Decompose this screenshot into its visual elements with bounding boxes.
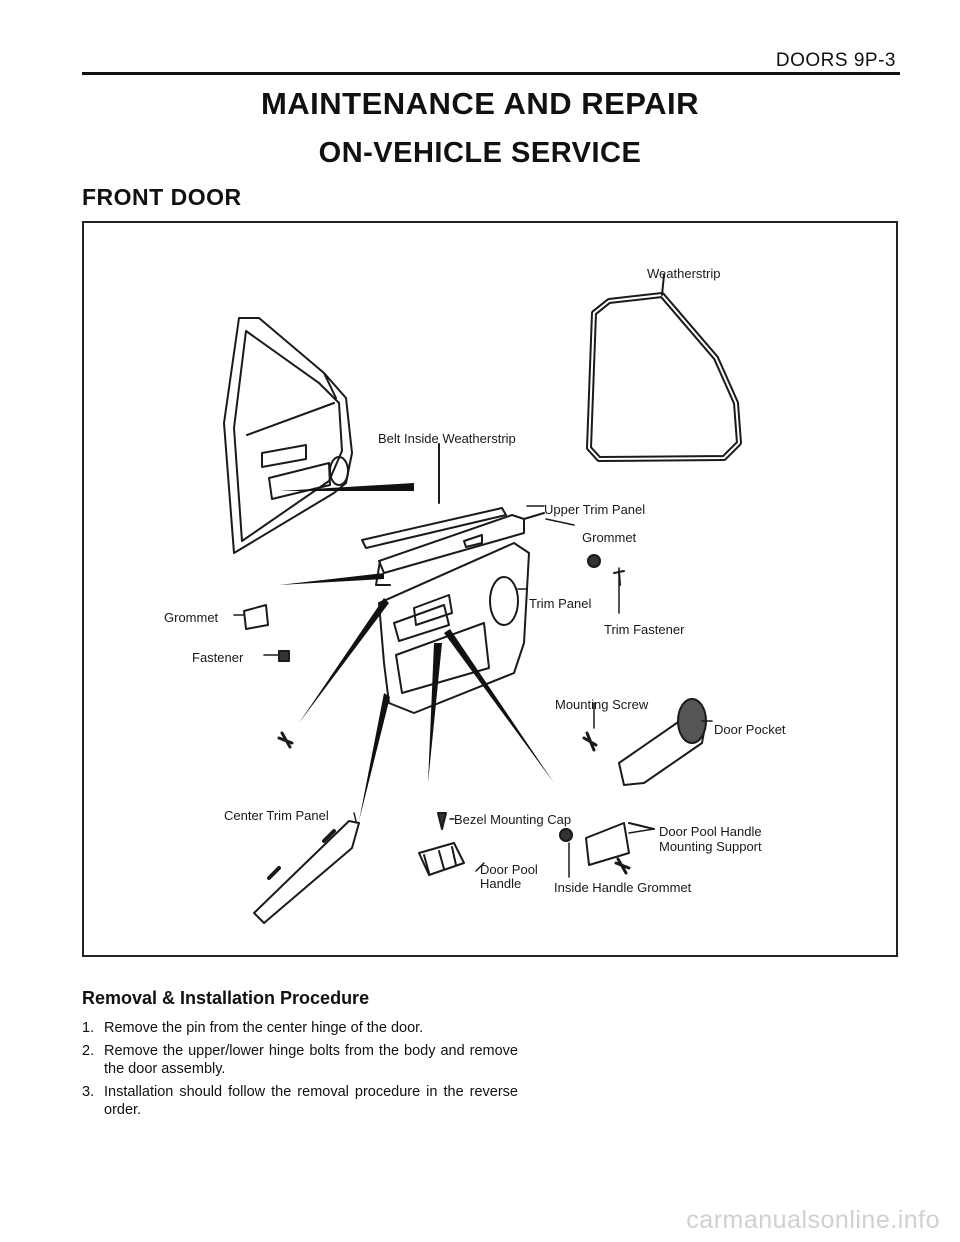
procedure-step: 3. Installation should follow the remova…: [82, 1083, 518, 1119]
section-title: FRONT DOOR: [82, 184, 242, 210]
procedure-steps: 1. Remove the pin from the center hinge …: [82, 1019, 518, 1124]
pointer-wedges: [279, 483, 554, 821]
label-fastener: Fastener: [192, 650, 244, 665]
step-text: Installation should follow the removal p…: [104, 1084, 518, 1118]
trim-panel-drawing: [378, 542, 530, 714]
label-handle-line2: Handle: [480, 876, 522, 891]
center-trim-panel-drawing: [253, 820, 360, 924]
step-number: 2.: [82, 1043, 95, 1059]
label-mounting-support-line2: Mounting Support: [659, 839, 762, 854]
door-frame-drawing: [223, 317, 353, 554]
label-bezel-mounting-cap: Bezel Mounting Cap: [454, 812, 572, 827]
upper-trim-panel-drawing: [375, 512, 545, 586]
front-door-exploded-diagram: Weatherstrip Belt Inside Weatherstrip Up…: [82, 221, 898, 957]
label-belt-inside-weatherstrip: Belt Inside Weatherstrip: [378, 431, 516, 446]
procedure-step: 1. Remove the pin from the center hinge …: [82, 1019, 518, 1037]
label-inside-handle-grommet: Inside Handle Grommet: [554, 880, 692, 895]
sub-title: ON-VEHICLE SERVICE: [318, 137, 642, 169]
page-reference: DOORS 9P-3: [775, 50, 896, 71]
procedure-title: Removal & Installation Procedure: [82, 988, 370, 1008]
label-trim-fastener: Trim Fastener: [604, 622, 685, 637]
diagram-illustration: [223, 274, 742, 924]
step-text: Remove the pin from the center hinge of …: [104, 1020, 424, 1036]
label-grommet-right: Grommet: [582, 530, 637, 545]
step-number: 3.: [82, 1084, 95, 1100]
weatherstrip-leader: [661, 274, 665, 296]
mounting-support-drawing: [585, 822, 655, 866]
label-door-pocket: Door Pocket: [714, 722, 786, 737]
watermark: carmanualsonline.info: [686, 1206, 940, 1234]
label-mounting-screw: Mounting Screw: [555, 697, 649, 712]
leader-lines: [233, 505, 713, 878]
weatherstrip-drawing: [586, 292, 742, 462]
belt-weatherstrip-drawing: [361, 443, 507, 549]
label-grommet-left: Grommet: [164, 610, 219, 625]
label-weatherstrip: Weatherstrip: [647, 266, 721, 281]
label-door-pool-line1: Door Pool: [480, 862, 538, 877]
label-center-trim-panel: Center Trim Panel: [224, 808, 329, 823]
step-number: 1.: [82, 1020, 95, 1036]
main-title: MAINTENANCE AND REPAIR: [260, 86, 700, 121]
step-text: Remove the upper/lower hinge bolts from …: [104, 1043, 518, 1077]
header-rule: [82, 72, 900, 75]
label-upper-trim-panel: Upper Trim Panel: [544, 502, 646, 517]
label-door-pool-handle-line1: Door Pool Handle: [659, 824, 762, 839]
procedure-step: 2. Remove the upper/lower hinge bolts fr…: [82, 1042, 518, 1078]
label-trim-panel: Trim Panel: [529, 596, 592, 611]
door-pool-handle-drawing: [418, 842, 465, 876]
